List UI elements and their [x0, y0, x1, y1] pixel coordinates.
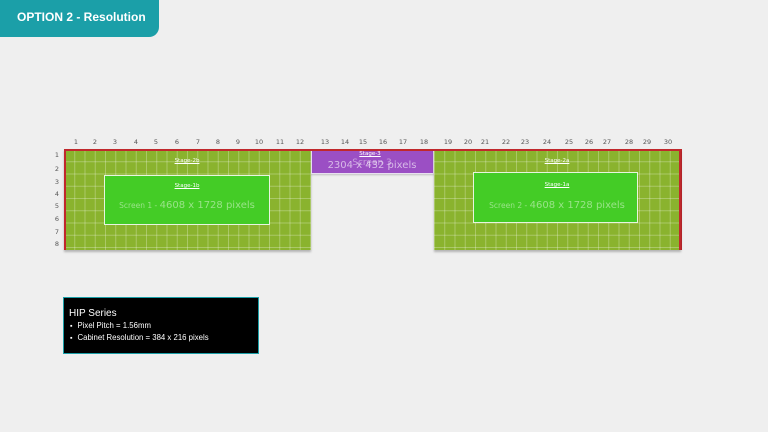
row-number: 1 [54, 151, 60, 159]
screen-2-box [473, 172, 638, 223]
screen-3-box [311, 150, 434, 174]
column-number: 2 [92, 138, 98, 146]
page-title-tab: OPTION 2 - Resolution [0, 0, 159, 37]
column-number: 23 [520, 138, 530, 146]
wall-outline-right [679, 149, 681, 250]
column-number: 21 [480, 138, 490, 146]
info-item-pixel-pitch: Pixel Pitch = 1.56mm [69, 320, 258, 332]
screen-1-text: Screen 1 - 4608 x 1728 pixels [119, 200, 255, 211]
row-number: 3 [54, 178, 60, 186]
column-number: 22 [501, 138, 511, 146]
row-number: 6 [54, 215, 60, 223]
screen-1-resolution: 4608 x 1728 pixels [159, 200, 255, 211]
column-number: 25 [564, 138, 574, 146]
stage-3-label: Stage-3 [359, 151, 381, 157]
screen-3-name: Screen 3 [352, 158, 392, 168]
column-number: 29 [642, 138, 652, 146]
column-number: 14 [340, 138, 350, 146]
column-number: 3 [112, 138, 118, 146]
column-number: 13 [320, 138, 330, 146]
row-number: 4 [54, 190, 60, 198]
row-number: 2 [54, 165, 60, 173]
screen-2-text: Screen 2 - 4608 x 1728 pixels [489, 200, 625, 211]
info-title: HIP Series [69, 308, 117, 319]
column-number: 7 [195, 138, 201, 146]
column-number: 17 [398, 138, 408, 146]
column-number: 26 [584, 138, 594, 146]
screen-2-resolution: 4608 x 1728 pixels [529, 200, 625, 211]
info-box: HIP Series Pixel Pitch = 1.56mm Cabinet … [63, 297, 259, 354]
column-number: 9 [235, 138, 241, 146]
row-number: 8 [54, 240, 60, 248]
column-number: 27 [602, 138, 612, 146]
column-number: 5 [153, 138, 159, 146]
wall-outline-left [64, 149, 66, 250]
screen-1-box [104, 175, 270, 225]
info-item-cabinet-resolution: Cabinet Resolution = 384 x 216 pixels [69, 332, 258, 344]
column-number: 1 [73, 138, 79, 146]
stage-1b-label: Stage-1b [174, 183, 200, 189]
column-number: 15 [358, 138, 368, 146]
column-number: 6 [174, 138, 180, 146]
stage-1a-label: Stage-1a [544, 182, 570, 188]
column-number: 28 [624, 138, 634, 146]
stage-2b-label: Stage-2b [174, 158, 200, 164]
column-number: 11 [275, 138, 285, 146]
row-number: 5 [54, 202, 60, 210]
column-number: 8 [215, 138, 221, 146]
column-number: 19 [443, 138, 453, 146]
row-number: 7 [54, 228, 60, 236]
wall-outline-top [64, 149, 681, 151]
column-number: 18 [419, 138, 429, 146]
page-title: OPTION 2 - Resolution [17, 10, 146, 24]
column-number: 12 [295, 138, 305, 146]
column-number: 16 [378, 138, 388, 146]
screen-2-name: Screen 2 [489, 201, 523, 210]
column-number: 4 [133, 138, 139, 146]
column-number: 24 [542, 138, 552, 146]
screen-1-name: Screen 1 [119, 201, 153, 210]
column-number: 20 [463, 138, 473, 146]
stage-2a-label: Stage-2a [544, 158, 570, 164]
column-number: 30 [663, 138, 673, 146]
screen-3-resolution: 2304 x 432 pixels [327, 160, 417, 171]
info-list: Pixel Pitch = 1.56mm Cabinet Resolution … [69, 320, 258, 344]
column-number: 10 [254, 138, 264, 146]
